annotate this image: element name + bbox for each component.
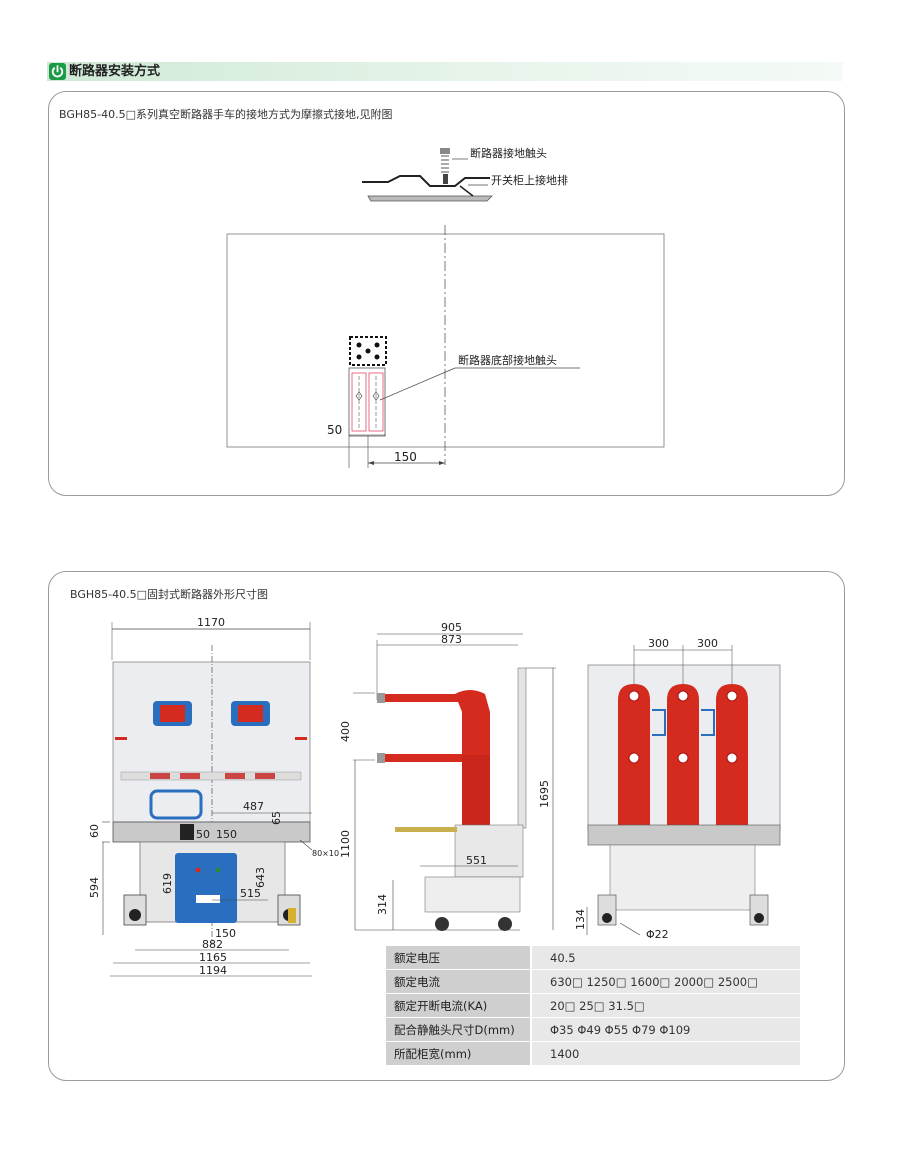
front-dim-80x10: 80×10 [312, 849, 339, 858]
ground-contact-label: 断路器接地触头 [470, 146, 547, 160]
back-dim-134: 134 [574, 909, 587, 930]
back-dim-300a: 300 [648, 637, 669, 650]
side-dim-551: 551 [466, 854, 487, 867]
side-dim-905: 905 [441, 621, 462, 634]
front-dim-150a: 150 [216, 828, 237, 841]
front-dim-150b: 150 [215, 927, 236, 940]
front-dim-515: 515 [240, 887, 261, 900]
side-dim-314: 314 [376, 894, 389, 915]
spec-value: 1400 [531, 1041, 800, 1066]
side-dim-1695: 1695 [538, 780, 551, 808]
power-icon [49, 63, 66, 80]
side-dim-1100: 1100 [339, 830, 352, 858]
spec-row: 配合静触头尺寸D(mm) Φ35 Φ49 Φ55 Φ79 Φ109 [386, 1017, 800, 1042]
spec-value: 630□ 1250□ 1600□ 2000□ 2500□ [531, 969, 800, 994]
spec-row: 额定电流 630□ 1250□ 1600□ 2000□ 2500□ [386, 969, 800, 994]
spec-key: 额定电压 [386, 946, 532, 970]
back-dim-300b: 300 [697, 637, 718, 650]
side-dim-400: 400 [339, 721, 352, 742]
bottom-contact-label: 断路器底部接地触头 [458, 353, 557, 367]
grounding-contact-sketch [362, 148, 493, 202]
spec-row: 额定开断电流(KA) 20□ 25□ 31.5□ [386, 993, 800, 1018]
front-dim-50: 50 [196, 828, 210, 841]
back-dim-phi22: Φ22 [646, 928, 669, 941]
spec-key: 所配柜宽(mm) [386, 1041, 532, 1066]
cabinet-bar-label: 开关柜上接地排 [491, 173, 568, 187]
spec-key: 额定电流 [386, 969, 532, 994]
bottom-contact-block [348, 336, 387, 437]
front-dim-619: 619 [161, 873, 174, 894]
side-view: 905 873 400 1100 1695 551 314 [339, 621, 556, 931]
grounding-diagram: 断路器接地触头 开关柜上接地排 断路器底部接地触头 50 150 [226, 146, 665, 468]
front-dim-65: 65 [270, 811, 283, 825]
front-dim-594: 594 [88, 877, 101, 898]
grounding-panel [48, 91, 845, 496]
cabinet-floor-outline [226, 233, 665, 448]
front-view: 1170 487 50 150 [88, 616, 339, 977]
spec-value: Φ35 Φ49 Φ55 Φ79 Φ109 [531, 1017, 800, 1042]
section-title: 断路器安装方式 [69, 64, 161, 79]
dim-50: 50 [327, 423, 342, 437]
section-header: 断路器安装方式 [47, 62, 843, 81]
front-dim-1194: 1194 [199, 964, 227, 977]
spec-row: 所配柜宽(mm) 1400 [386, 1041, 800, 1066]
spec-key: 额定开断电流(KA) [386, 993, 532, 1018]
front-dim-1170: 1170 [197, 616, 225, 629]
front-dim-60: 60 [88, 824, 101, 838]
front-dim-643: 643 [254, 867, 267, 888]
front-dim-487: 487 [243, 800, 264, 813]
grounding-caption: BGH85-40.5□系列真空断路器手车的接地方式为摩擦式接地,见附图 [59, 108, 393, 121]
spec-value: 40.5 [531, 946, 800, 970]
spec-row: 额定电压 40.5 [386, 946, 800, 970]
front-dim-882: 882 [202, 938, 223, 951]
front-dim-1165: 1165 [199, 951, 227, 964]
spec-table: 额定电压 40.5 额定电流 630□ 1250□ 1600□ 2000□ 25… [386, 946, 800, 1066]
dim-150: 150 [394, 450, 417, 464]
spec-value: 20□ 25□ 31.5□ [531, 993, 800, 1018]
spec-key: 配合静触头尺寸D(mm) [386, 1017, 532, 1042]
dimension-caption: BGH85-40.5□固封式断路器外形尺寸图 [70, 588, 268, 601]
back-view: 300 300 134 Φ22 [574, 637, 781, 941]
side-dim-873: 873 [441, 633, 462, 646]
